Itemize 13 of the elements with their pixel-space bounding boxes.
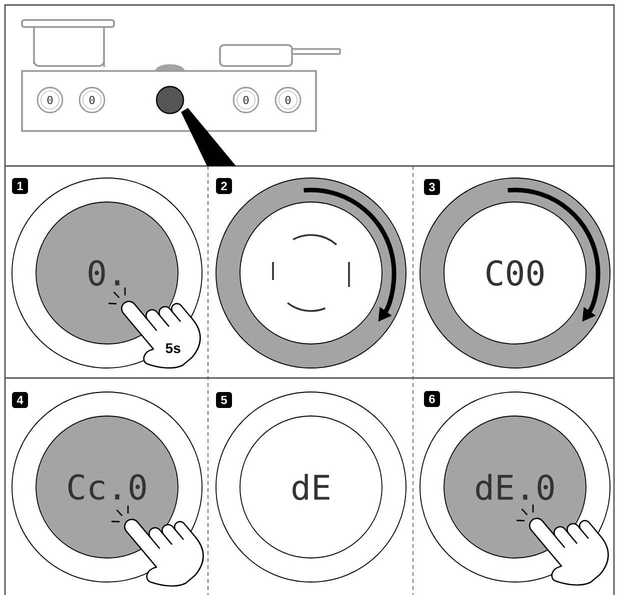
zone-display: 0 [36, 86, 64, 114]
duration-label: 5s [166, 343, 180, 354]
step-number: 4 [12, 392, 28, 408]
zone-display: 0 [232, 86, 260, 114]
zone-display: 0 [274, 86, 302, 114]
step-number: 2 [216, 178, 232, 194]
step-number: 1 [12, 178, 28, 194]
step-number: 6 [424, 391, 440, 407]
control-knob [156, 86, 184, 114]
zone-display: 0 [78, 86, 106, 114]
step-number: 5 [216, 392, 232, 408]
step-number: 3 [424, 179, 440, 195]
knob-display [216, 178, 406, 368]
